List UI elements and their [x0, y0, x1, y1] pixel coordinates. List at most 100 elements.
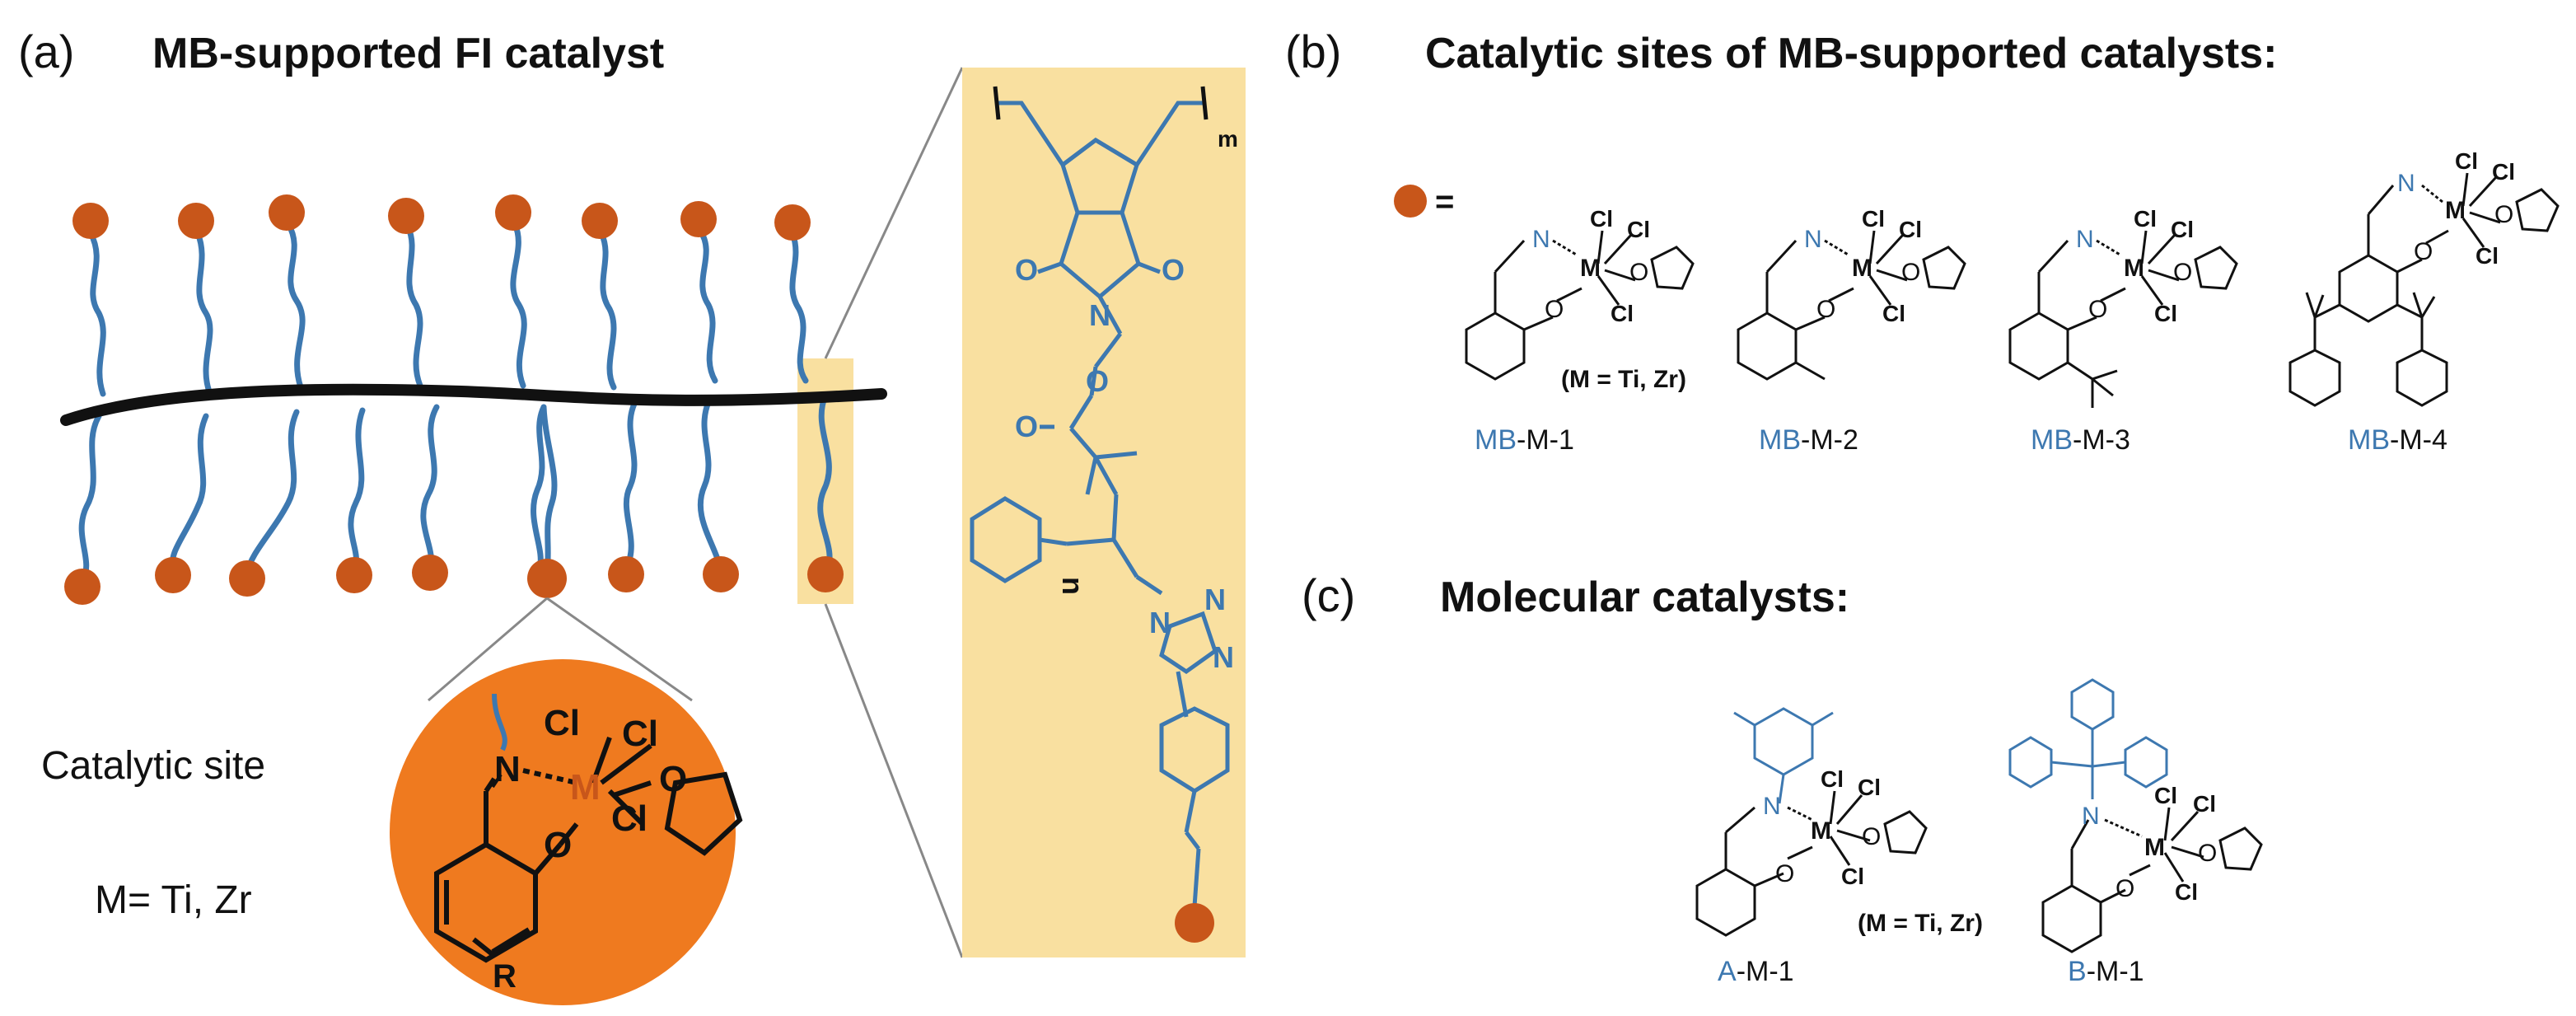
bead	[269, 194, 305, 231]
atom-m: M	[1811, 817, 1831, 845]
cyclopentane	[1060, 137, 1139, 215]
atom-o: O	[1629, 259, 1648, 286]
inset-o-1: O	[659, 759, 687, 799]
zoom-atom-n-tri-3: N	[1213, 640, 1234, 674]
polymer-backbone	[60, 383, 887, 426]
atom-o: O	[1775, 860, 1794, 887]
atom-m: M	[2445, 197, 2466, 224]
complex-b3: N M Cl Cl Cl O O	[2008, 206, 2238, 408]
complex-b2: N M Cl Cl Cl O O	[1737, 206, 1966, 381]
catalyst-c1-label: A-M-1	[1718, 956, 1794, 987]
panel-c-label: (c)	[1302, 569, 1355, 621]
catalyst-b3-label: MB-M-3	[2031, 424, 2130, 456]
panel-b-metal-note: (M = Ti, Zr)	[1561, 366, 1686, 393]
bead	[412, 555, 448, 591]
bead	[774, 204, 811, 241]
panel-a-label: (a)	[18, 26, 74, 77]
label-suffix: -M-1	[1517, 424, 1574, 456]
bead	[527, 559, 567, 598]
lower-side-chains	[78, 392, 833, 584]
zoom-line-bottom	[824, 603, 964, 958]
bead	[178, 203, 214, 239]
complex-b1: N M Cl Cl Cl O O	[1465, 206, 1695, 381]
atom-cl: Cl	[2193, 791, 2216, 817]
label-suffix: -M-2	[1801, 424, 1858, 456]
complex-b4: N M Cl Cl Cl O O	[2288, 148, 2560, 407]
atom-n: N	[1804, 226, 1822, 253]
upper-side-chains	[87, 221, 809, 397]
inset-thf	[664, 771, 743, 856]
atom-o: O	[1545, 296, 1564, 323]
catalyst-b1-label: MB-M-1	[1475, 424, 1574, 456]
atom-o: O	[1816, 296, 1835, 323]
atom-cl: Cl	[1841, 864, 1864, 889]
atom-cl: Cl	[2154, 783, 2177, 808]
svg-text:MB-M-2: MB-M-2	[1759, 424, 1858, 456]
catalyst-b2-label: MB-M-2	[1759, 424, 1858, 456]
atom-cl: Cl	[1590, 206, 1613, 232]
zoom-atom-o-right: O	[1162, 253, 1185, 287]
label-prefix: A	[1718, 956, 1737, 987]
svg-text:MB-M-3: MB-M-3	[2031, 424, 2130, 456]
svg-text:MB-M-1: MB-M-1	[1475, 424, 1574, 456]
atom-cl: Cl	[2475, 243, 2499, 269]
atom-o: O	[2115, 875, 2134, 902]
atom-cl: Cl	[2492, 159, 2515, 185]
complex-b-m-1: N M Cl Cl Cl O O	[2008, 678, 2263, 953]
svg-text:B-M-1: B-M-1	[2068, 956, 2144, 987]
atom-o: O	[2414, 238, 2433, 265]
inset-line-right	[546, 597, 693, 702]
label-prefix: MB	[1475, 424, 1517, 456]
atom-m: M	[1852, 255, 1872, 282]
label-suffix: -M-1	[2087, 956, 2144, 987]
legend-bead	[1394, 185, 1427, 218]
panel-a: (a) MB-supported FI catalyst	[18, 26, 1246, 1005]
panel-c: (c) Molecular catalysts: (M = Ti, Zr) N …	[1302, 569, 2263, 987]
phenylene	[1159, 706, 1230, 794]
zoom-atom-o-ester-2: O	[1015, 410, 1038, 443]
zoom-atom-o-left: O	[1015, 253, 1038, 287]
zoom-line-top	[824, 67, 964, 359]
phenyl-side	[970, 496, 1042, 583]
inset-cl-3: Cl	[611, 798, 648, 839]
atom-o: O	[2173, 259, 2192, 286]
atom-m: M	[2124, 255, 2144, 282]
bead	[495, 194, 531, 231]
atom-cl: Cl	[1821, 766, 1844, 792]
atom-cl: Cl	[1899, 217, 1922, 242]
label-suffix: -M-4	[2390, 424, 2447, 456]
panel-c-metal-note: (M = Ti, Zr)	[1858, 910, 1983, 937]
atom-o: O	[1862, 823, 1881, 850]
atom-cl: Cl	[1858, 775, 1881, 800]
complex-a-m-1: N M Cl Cl Cl O O	[1695, 707, 1928, 937]
legend-equals: =	[1435, 184, 1454, 220]
bead	[72, 203, 109, 239]
catalyst-b4-label: MB-M-4	[2348, 424, 2447, 456]
label-suffix: -M-3	[2073, 424, 2130, 456]
bead	[155, 557, 191, 593]
panel-b-label: (b)	[1285, 26, 1341, 77]
atom-n: N	[1763, 793, 1781, 820]
bead	[582, 203, 618, 239]
inset-o-2: O	[544, 825, 572, 865]
atom-cl: Cl	[1862, 206, 1885, 232]
label-suffix: -M-1	[1737, 956, 1794, 987]
atom-o: O	[2088, 296, 2107, 323]
atom-m: M	[1580, 255, 1601, 282]
bead	[336, 557, 372, 593]
atom-cl: Cl	[2171, 217, 2194, 242]
zoom-atom-o-ester-1: O	[1086, 364, 1109, 398]
zoom-atom-n: n	[1056, 577, 1090, 595]
zoom-atom-n-tri-2: N	[1204, 583, 1226, 616]
bead	[680, 201, 717, 237]
catalyst-c2-label: B-M-1	[2068, 956, 2144, 987]
atom-cl: Cl	[2175, 879, 2198, 905]
atom-n: N	[2082, 803, 2100, 830]
label-prefix: B	[2068, 956, 2087, 987]
atom-cl: Cl	[1882, 301, 1905, 326]
atom-o: O	[2494, 201, 2513, 228]
inset-cl-2: Cl	[622, 714, 658, 754]
zoom-atom-n-imide: N	[1089, 298, 1110, 332]
bead	[388, 198, 424, 234]
